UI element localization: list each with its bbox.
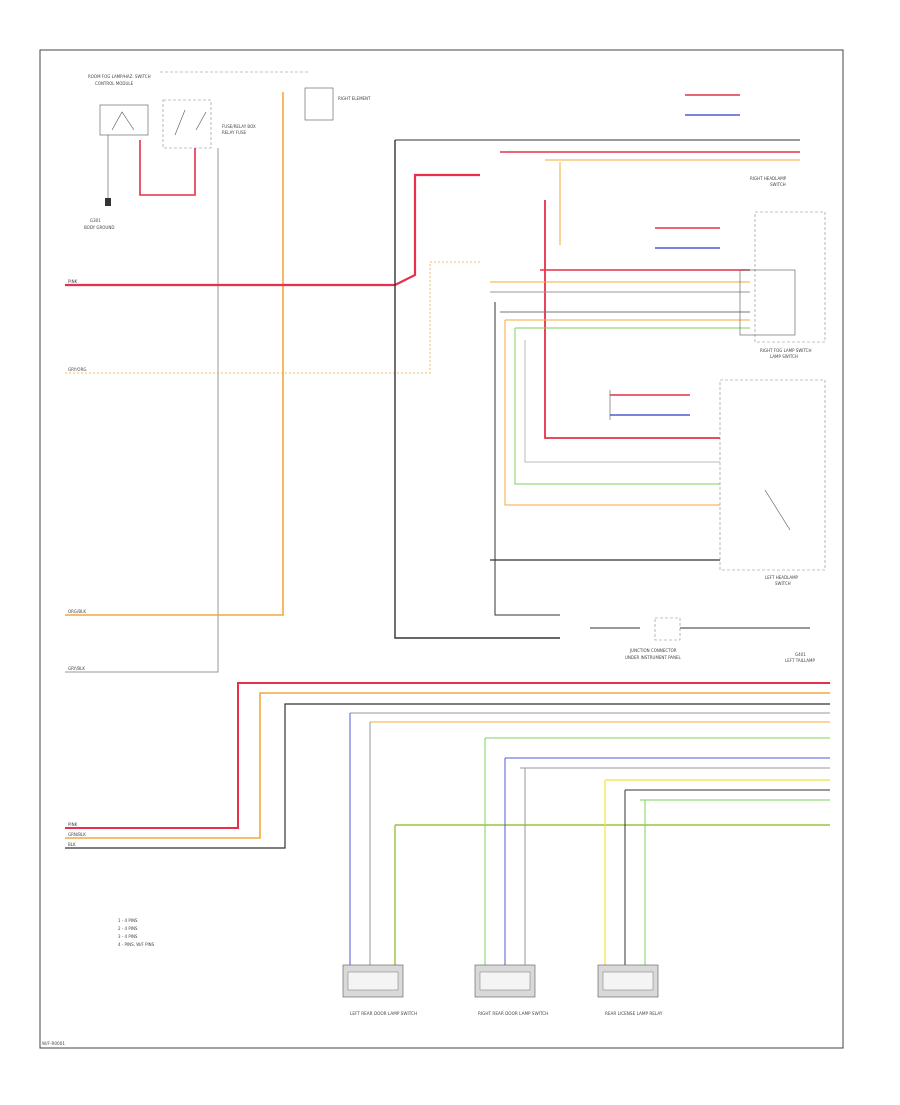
bus-black [65, 703, 830, 849]
wire-red-main [65, 173, 480, 287]
bottom-component-2: RIGHT REAR DOOR LAMP SWITCH [474, 964, 548, 1016]
lower-switch-label: LEFT HEADLAMP [765, 575, 799, 580]
bottom-component-3: REAR LICENSE LAMP RELAY [597, 964, 663, 1016]
fuse-note-label: RELAY FUSE [222, 130, 247, 135]
relay-title: ROOM FOG LAMP/HAZ. SWITCH [88, 74, 151, 79]
ground-right-label: G401 [795, 652, 806, 657]
note-2: 2 - 4 PINS [118, 926, 138, 931]
ground-note-label: BODY GROUND [84, 225, 114, 230]
note-4: 4 - PINS, W/F PINS [118, 942, 155, 947]
wire-gray-left [65, 148, 219, 673]
note-1: 1 - 4 PINS [118, 918, 138, 923]
left-headlamp-switch-box [719, 379, 826, 571]
junction-note: UNDER INSTRUMENT PANEL [625, 655, 682, 660]
left-terminal-2: GRY/ORG [68, 367, 86, 372]
ground-left-label: G301 [90, 218, 101, 223]
top-relay-module: RIGHT ELEMENT [304, 87, 371, 121]
bus-red [65, 682, 830, 829]
left-terminal-1: PINK [68, 279, 78, 284]
mid-switch-label: RIGHT HEADLAMP [750, 176, 787, 181]
bottom-terminal-1: PINK [68, 822, 78, 827]
bottom-terminal-2: GRN/BLK [68, 832, 86, 837]
left-terminal-4: GRY/BLK [68, 666, 85, 671]
ground-right-sub: LEFT TAILLAMP [785, 658, 815, 663]
right-element-label: RIGHT ELEMENT [338, 96, 371, 101]
wire-orange-dotted [65, 261, 480, 374]
diagram-frame [39, 49, 844, 1049]
upper-switch-label: RIGHT FOG LAMP SWITCH [760, 348, 811, 353]
junction-label: JUNCTION CONNECTOR [629, 648, 677, 653]
bottom-component-2-label: RIGHT REAR DOOR LAMP SWITCH [478, 1011, 548, 1016]
bottom-component-1: LEFT REAR DOOR LAMP SWITCH [342, 964, 417, 1016]
bus-orange [65, 692, 830, 839]
lower-switch-sub: SWITCH [775, 581, 791, 586]
right-fog-switch-box [754, 211, 826, 343]
relay-subtitle: CONTROL MODULE [95, 81, 134, 86]
relay-block: ROOM FOG LAMP/HAZ. SWITCH CONTROL MODULE [88, 74, 151, 136]
ground-symbol-left: G301 BODY GROUND [84, 135, 114, 230]
left-terminal-3: ORG/BLK [68, 609, 86, 614]
bottom-component-3-label: REAR LICENSE LAMP RELAY [605, 1011, 663, 1016]
fuse-relay-box: FUSE/RELAY BOX RELAY FUSE [162, 99, 256, 149]
bottom-terminal-3: BLK [68, 842, 76, 847]
page-id: W/F-R0001 [42, 1041, 65, 1046]
upper-switch-sub: LAMP SWITCH [770, 354, 798, 359]
wire-orange-left [65, 92, 284, 616]
wire-red-relay [139, 140, 196, 196]
mid-switch-sub: SWITCH [770, 182, 786, 187]
bottom-component-1-label: LEFT REAR DOOR LAMP SWITCH [350, 1011, 417, 1016]
wire-black-loop [394, 140, 560, 639]
junction-connector [654, 617, 681, 641]
fuse-block-label: FUSE/RELAY BOX [222, 124, 256, 129]
note-3: 3 - 4 PINS [118, 934, 138, 939]
